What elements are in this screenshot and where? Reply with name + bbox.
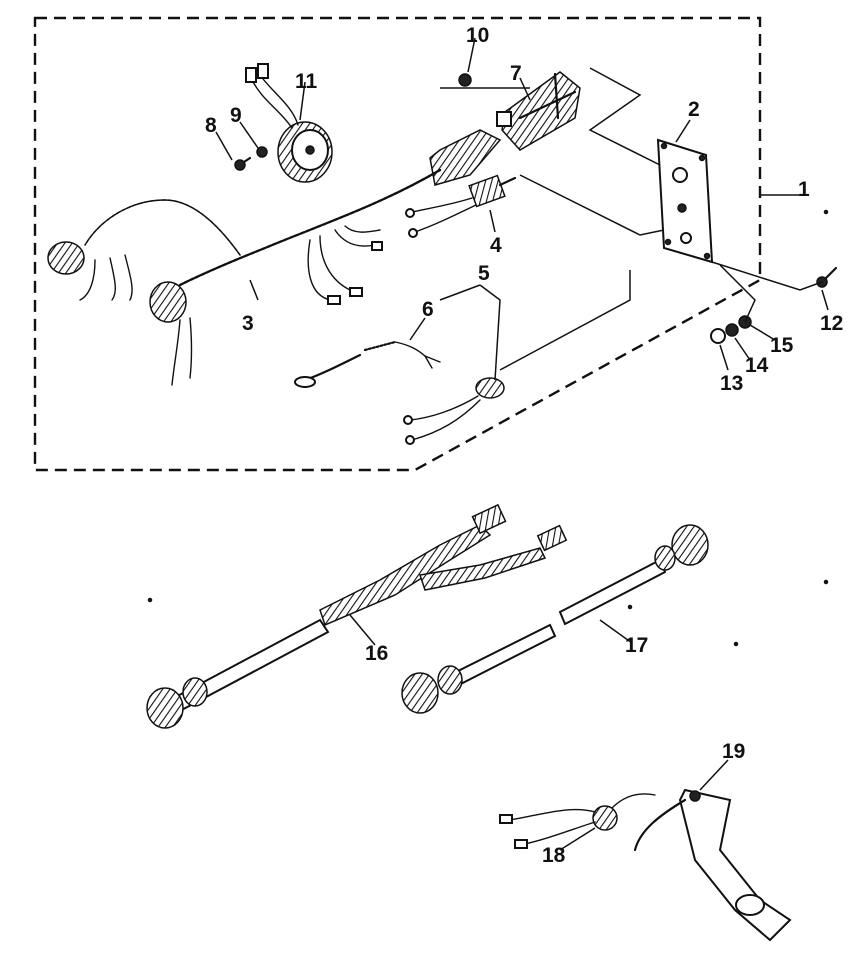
scan-speck	[823, 209, 829, 215]
callout-18: 18	[542, 844, 566, 867]
part-12-bolt	[816, 266, 838, 288]
scan-speck	[733, 641, 739, 647]
part-18-switch	[499, 793, 656, 849]
part-14-washer	[725, 323, 739, 337]
callout-17: 17	[625, 634, 648, 657]
kit-boundary-dashed	[33, 16, 762, 472]
scan-speck	[147, 597, 153, 603]
callout-2: 2	[688, 98, 700, 121]
part-5-sender	[403, 377, 505, 445]
part-11-switch	[245, 63, 333, 183]
callout-1: 1	[798, 178, 810, 201]
scan-speck	[823, 579, 829, 585]
callout-10: 10	[466, 24, 489, 47]
callout-5: 5	[478, 262, 490, 285]
part-4-toggle-switch	[405, 174, 517, 238]
callout-16: 16	[365, 642, 388, 665]
part-8-screw	[234, 156, 252, 171]
callout-9: 9	[230, 104, 242, 127]
part-7-bracket	[496, 71, 581, 151]
part-13-nut	[710, 328, 726, 344]
callout-13: 13	[720, 372, 743, 395]
callout-14: 14	[745, 354, 769, 377]
callout-6: 6	[422, 298, 434, 321]
part-17-extension-cable	[401, 524, 709, 714]
part-3-main-harness	[47, 129, 502, 386]
callout-19: 19	[722, 740, 745, 763]
scan-speck	[627, 604, 633, 610]
callout-7: 7	[510, 62, 522, 85]
part-6-cord	[294, 340, 441, 388]
part-19-bracket	[633, 788, 792, 942]
callout-4: 4	[490, 234, 502, 257]
callout-12: 12	[820, 312, 843, 335]
callout-8: 8	[205, 114, 217, 137]
leader-lines	[215, 37, 829, 851]
part-9-washer	[256, 146, 268, 158]
part-10-nut	[458, 73, 472, 87]
callout-3: 3	[242, 312, 254, 335]
callout-11: 11	[295, 70, 318, 93]
part-16-extension-harness	[146, 503, 568, 729]
callout-15: 15	[770, 334, 794, 357]
part-2-plate	[656, 138, 714, 264]
